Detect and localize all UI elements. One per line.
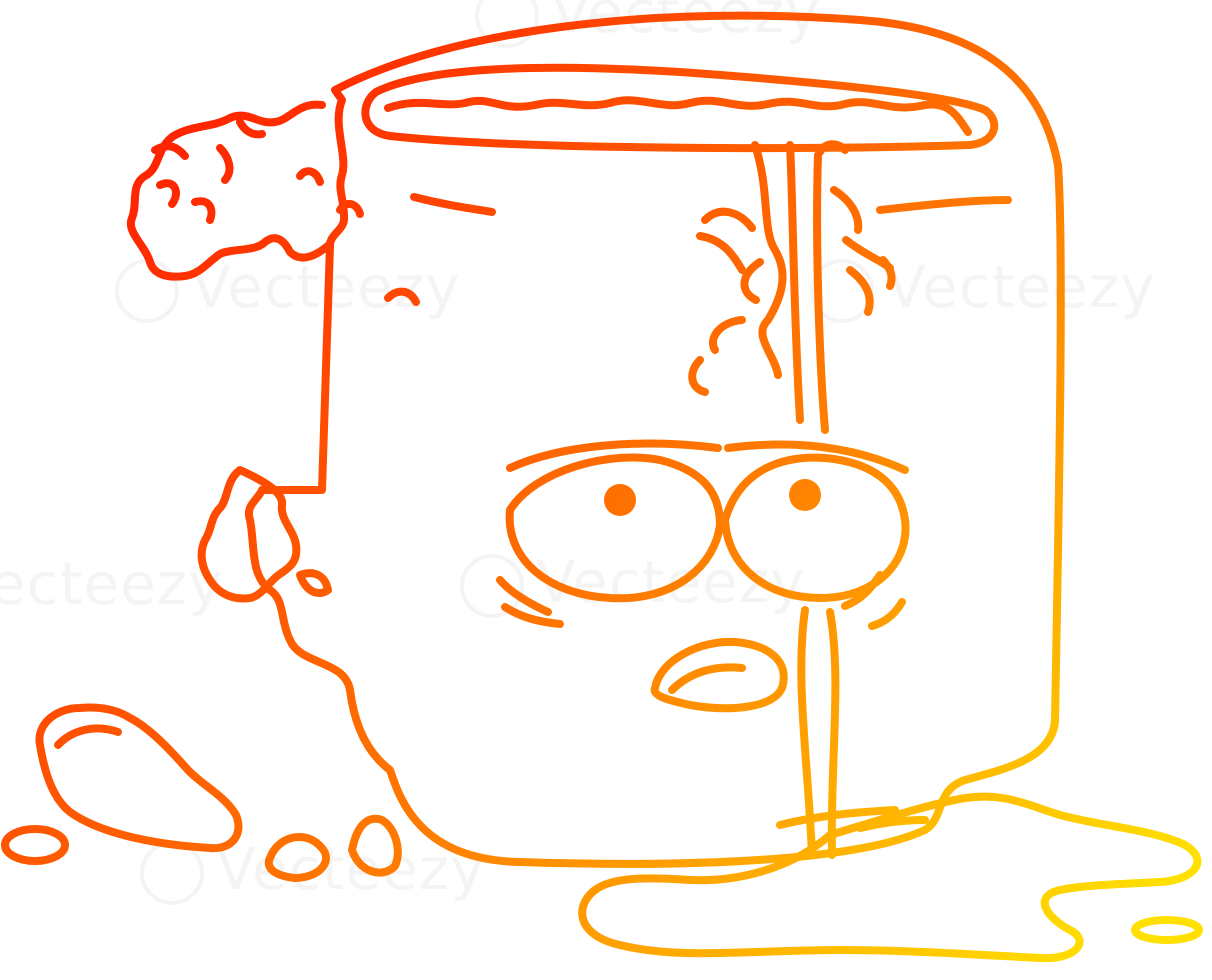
right-eye-lashes xyxy=(841,571,906,630)
crack-mark-1 xyxy=(296,167,324,186)
mug-crack-main xyxy=(751,141,829,434)
right-eye-outline xyxy=(721,453,910,602)
fragment-right xyxy=(348,814,402,877)
left-eye-outline xyxy=(505,453,724,603)
crack-mark-2 xyxy=(336,199,364,218)
crack-mark-8 xyxy=(776,806,899,829)
crack-mark-7 xyxy=(816,140,849,156)
broken-handle-piece-inner xyxy=(54,724,122,749)
broken-body-left xyxy=(197,466,301,603)
mouth-tooth xyxy=(668,663,746,694)
mug-body-outline xyxy=(244,11,1065,868)
mouth-outline xyxy=(650,637,788,713)
mug-rim xyxy=(361,63,999,153)
crack-mark-6 xyxy=(879,256,896,290)
broken-handle-top xyxy=(126,100,334,281)
right-pupil xyxy=(789,479,821,511)
left-pupil xyxy=(604,484,636,516)
fragment-mid xyxy=(264,833,330,882)
spill-puddle xyxy=(578,792,1202,963)
crack-mark-3 xyxy=(384,287,420,306)
crack-mark-5 xyxy=(876,196,1012,214)
crack-mark-4 xyxy=(410,193,496,216)
left-eye-lashes xyxy=(496,576,564,628)
handle-crack-detail xyxy=(151,118,266,224)
spill-droplet xyxy=(1131,916,1203,944)
crack-mark-9 xyxy=(856,816,929,832)
face-left-brow xyxy=(506,439,722,472)
fragment-left xyxy=(1,825,69,865)
fragment-small-left xyxy=(296,569,332,597)
broken-handle-piece xyxy=(35,703,243,853)
coffee-surface xyxy=(384,96,972,136)
mug-crack-branches xyxy=(688,186,894,396)
face-right-brow xyxy=(724,440,909,474)
